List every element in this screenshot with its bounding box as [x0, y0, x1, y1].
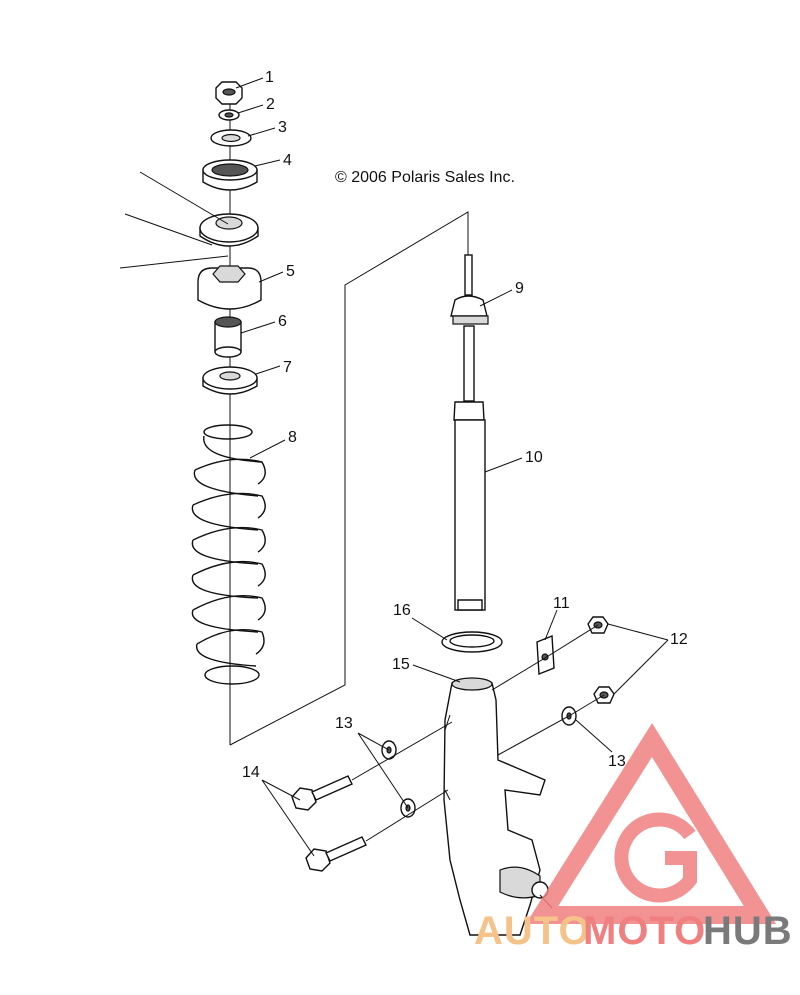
callout-13a: 13 [335, 715, 353, 732]
callout-9: 9 [515, 280, 524, 297]
leader-disc-c [119, 255, 229, 269]
leader-3 [247, 127, 276, 137]
axis-bolt-lower [365, 789, 449, 842]
part-bump-housing [197, 265, 262, 310]
axis-connector [229, 211, 469, 746]
callout-3: 3 [278, 119, 287, 136]
callout-11: 11 [553, 595, 570, 612]
leader-7 [255, 365, 281, 375]
part-bushing [214, 316, 242, 358]
callout-1: 1 [265, 69, 274, 86]
copyright-text: © 2006 Polaris Sales Inc. [335, 169, 515, 186]
leader-8 [249, 439, 286, 459]
part-shock-body [453, 401, 486, 611]
part-bolt-upper [291, 775, 353, 811]
leader-12 [607, 623, 669, 695]
leader-disc-b [124, 213, 213, 246]
watermark-moto: MOTO [583, 909, 706, 953]
callout-16: 16 [393, 602, 411, 619]
leader-13b [575, 719, 613, 753]
leader-11 [544, 609, 558, 641]
leader-6 [240, 321, 276, 334]
callout-13b: 13 [608, 753, 626, 770]
part-washer-small [218, 109, 240, 121]
leader-disc-a [139, 171, 229, 225]
leader-13a [357, 732, 409, 809]
part-bolt-lower [305, 836, 367, 872]
watermark-text: AUTO MOTO HUB [474, 909, 793, 953]
watermark-hub: HUB [703, 909, 793, 953]
leader-16 [411, 617, 448, 641]
part-spring-seat [202, 366, 258, 395]
axis-bolt-upper [351, 721, 453, 781]
part-shock-rod [450, 254, 489, 402]
watermark-auto: AUTO [474, 909, 591, 953]
part-bracket [536, 634, 555, 676]
leader-1 [235, 77, 264, 89]
callout-14: 14 [242, 764, 260, 781]
callout-7: 7 [283, 359, 292, 376]
watermark-logo [525, 722, 777, 924]
callout-12: 12 [670, 631, 688, 648]
callout-4: 4 [283, 152, 292, 169]
part-strut-housing [443, 677, 553, 936]
leader-14 [261, 779, 315, 857]
axis-nut-upper [491, 624, 599, 691]
part-seal-ring [441, 631, 503, 653]
part-top-mount [202, 159, 258, 191]
callout-15: 15 [392, 656, 410, 673]
callout-8: 8 [288, 429, 297, 446]
part-upper-disc [199, 213, 259, 247]
leader-5 [258, 271, 284, 283]
leader-4 [254, 159, 281, 167]
part-coil-spring [191, 424, 266, 685]
callout-6: 6 [278, 313, 287, 330]
leader-9 [479, 289, 513, 307]
callout-2: 2 [266, 96, 275, 113]
part-nut [215, 81, 243, 105]
leader-2 [237, 104, 264, 114]
axis-nut-lower [497, 694, 605, 756]
callout-10: 10 [525, 449, 543, 466]
callout-5: 5 [286, 263, 295, 280]
leader-10 [484, 457, 523, 473]
part-washer [210, 129, 252, 147]
leader-15 [412, 664, 461, 683]
